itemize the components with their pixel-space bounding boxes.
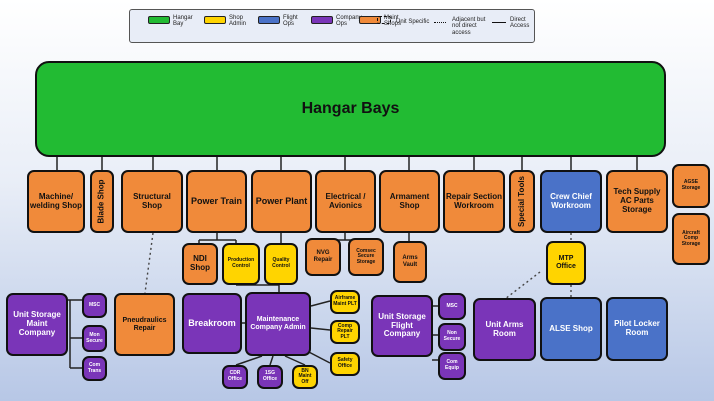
tech-supply-storage: Tech Supply AC Parts Storage xyxy=(606,170,668,233)
legend-swatch-company-ops xyxy=(311,16,333,24)
comsec-storage: Comsec Secure Storage xyxy=(348,238,384,276)
legend-line-direct xyxy=(492,22,506,23)
breakroom: Breakroom xyxy=(182,293,242,354)
special-tools: Special Tools xyxy=(509,170,535,233)
safety-office: Safety Office xyxy=(330,352,360,376)
aircraft-comp-storage: Aircraft Comp Storage xyxy=(672,213,710,265)
structural-shop: Structural Shop xyxy=(121,170,183,233)
unit-storage-flight-company: Unit Storage Flight Company xyxy=(371,295,433,357)
legend-swatch-hangar-bay xyxy=(148,16,170,24)
legend-label-maint-shops: Maint Shops xyxy=(384,15,402,28)
nvg-repair: NVG Repair xyxy=(305,238,341,276)
mtp-office: MTP Office xyxy=(546,241,586,285)
blade-shop: Blade Shop xyxy=(90,170,114,233)
legend-label-adjacent: Adjacent but not direct access xyxy=(452,17,486,36)
arms-vault: Arms Vault xyxy=(393,241,427,283)
com-equip-box: Com Equip xyxy=(438,352,466,380)
agse-storage: AGSE Storage xyxy=(672,164,710,208)
crew-chief-workroom: Crew Chief Workroom xyxy=(540,170,602,233)
mon-secure-box-maint: Mon Secure xyxy=(82,325,107,352)
legend-label-unit-specific: Unit Specific xyxy=(396,19,430,25)
pneudraulics-repair: Pneudraulics Repair xyxy=(114,293,175,356)
electrical-avionics: Electrical / Avionics xyxy=(315,170,376,233)
production-control: Production Control xyxy=(222,243,260,285)
repair-section-workroom: Repair Section Workroom xyxy=(443,170,505,233)
legend-line-adjacent xyxy=(434,22,446,23)
legend-swatch-shop-admin xyxy=(204,16,226,24)
legend: Hangar Bay Shop Admin Flight Ops Company… xyxy=(129,9,535,43)
legend-label-company-ops: Company Ops xyxy=(336,15,362,28)
power-train: Power Train xyxy=(186,170,247,233)
alse-shop: ALSE Shop xyxy=(540,297,602,361)
ndi-shop: NDI Shop xyxy=(182,243,218,285)
airframe-maint-plt: Airframe Maint PLT xyxy=(330,290,360,314)
legend-label-direct: Direct Access xyxy=(510,17,530,30)
bn-maint-off: BN Maint Off xyxy=(292,365,318,389)
legend-swatch-unit-specific xyxy=(377,16,391,24)
legend-swatch-flight-ops xyxy=(258,16,280,24)
unit-arms-room: Unit Arms Room xyxy=(473,298,536,361)
legend-swatch-maint-shops xyxy=(359,16,381,24)
cdr-office: CDR Office xyxy=(222,365,248,389)
quality-control: Quality Control xyxy=(264,243,298,285)
legend-label-shop-admin: Shop Admin xyxy=(229,15,247,28)
comp-repair-plt: Comp Repair PLT xyxy=(330,320,360,344)
machine-welding-shop: Machine/ welding Shop xyxy=(27,170,85,233)
maintenance-company-admin: Maintenance Company Admin xyxy=(245,292,311,356)
hangar-bays: Hangar Bays xyxy=(35,61,666,157)
non-secure-box-flight: Non Secure xyxy=(438,323,466,351)
first-sgt-office: 1SG Office xyxy=(257,365,283,389)
com-trans-box: Com Trans xyxy=(82,356,107,381)
armament-shop: Armament Shop xyxy=(379,170,440,233)
pilot-locker-room: Pilot Locker Room xyxy=(606,297,668,361)
msc-box-maint: MSC xyxy=(82,293,107,318)
legend-label-hangar-bay: Hangar Bay xyxy=(173,15,193,28)
legend-label-flight-ops: Flight Ops xyxy=(283,15,298,28)
unit-storage-maint-company: Unit Storage Maint Company xyxy=(6,293,68,356)
power-plant: Power Plant xyxy=(251,170,312,233)
msc-box-flight: MSC xyxy=(438,293,466,320)
